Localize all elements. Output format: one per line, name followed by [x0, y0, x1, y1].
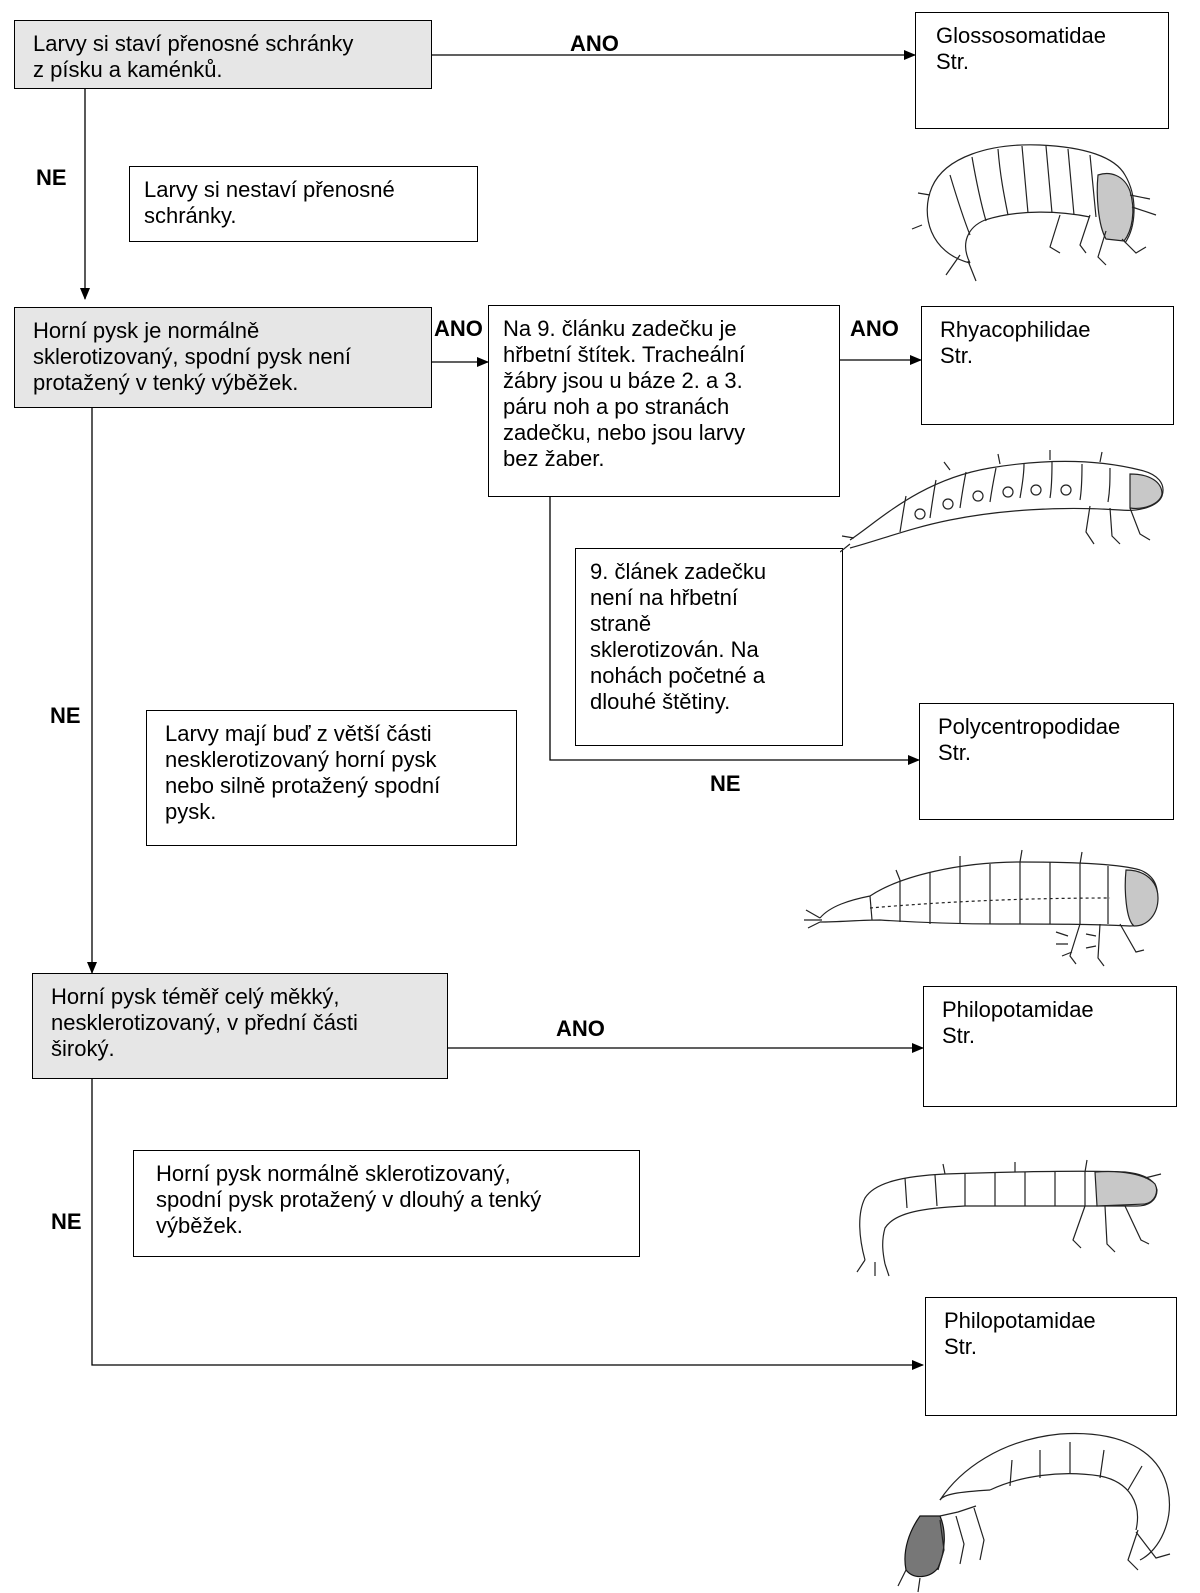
result-box-philopotamidae-2: Philopotamidae Str.	[925, 1297, 1177, 1416]
edge-label-q2-no: NE	[50, 703, 81, 728]
larva-illustration-glossosomatidae	[911, 144, 1157, 282]
result-family: Philopotamidae	[942, 997, 1094, 1022]
edge-label-q3-yes: ANO	[850, 316, 899, 341]
question-text-4: Horní pysk téměř celý měkký, nesklerotiz…	[51, 984, 358, 1061]
edge-q3-no	[549, 497, 920, 765]
result-ref: Str.	[944, 1334, 978, 1359]
alternative-text-4: Horní pysk normálně sklerotizovaný, spod…	[156, 1161, 542, 1238]
result-ref: Str.	[938, 740, 972, 765]
alternative-text-2: Larvy mají buď z větší části nesklerotiz…	[165, 721, 441, 824]
alternative-text-3: 9. článek zadečku není na hřbetní straně…	[590, 559, 767, 714]
question-text-2: Horní pysk je normálně sklerotizovaný, s…	[33, 318, 351, 395]
larva-illustration-philopotamidae-2	[897, 1432, 1171, 1593]
edge-q4-no	[91, 1079, 924, 1370]
result-box-rhyacophilidae: Rhyacophilidae Str.	[921, 306, 1174, 425]
alternative-box-1: Larvy si nestaví přenosné schránky.	[129, 166, 478, 242]
result-box-glossosomatidae: Glossosomatidae Str.	[915, 12, 1169, 129]
result-family: Rhyacophilidae	[940, 317, 1091, 342]
question-text-3: Na 9. článku zadečku je hřbetní štítek. …	[503, 316, 746, 471]
alternative-box-2: Larvy mají buď z větší části nesklerotiz…	[146, 710, 517, 846]
edge-label-q1-no: NE	[36, 165, 67, 190]
question-box-4: Horní pysk téměř celý měkký, nesklerotiz…	[32, 973, 448, 1079]
larva-illustration-philopotamidae-1	[856, 1159, 1162, 1277]
edge-label-q2-yes: ANO	[434, 316, 483, 341]
question-box-1: Larvy si staví přenosné schránky z písku…	[14, 20, 432, 89]
result-box-polycentropodidae: Polycentropodidae Str.	[919, 703, 1174, 820]
larva-illustration-polycentropodidae	[804, 849, 1159, 967]
alternative-box-4: Horní pysk normálně sklerotizovaný, spod…	[133, 1150, 640, 1257]
alternative-box-3: 9. článek zadečku není na hřbetní straně…	[575, 548, 843, 746]
result-ref: Str.	[942, 1023, 976, 1048]
result-family: Philopotamidae	[944, 1308, 1096, 1333]
edge-label-q4-yes: ANO	[556, 1016, 605, 1041]
result-family: Polycentropodidae	[938, 714, 1121, 739]
question-box-2: Horní pysk je normálně sklerotizovaný, s…	[14, 307, 432, 408]
edge-label-q4-no: NE	[51, 1209, 82, 1234]
question-text-1: Larvy si staví přenosné schránky z písku…	[33, 31, 354, 82]
larva-illustration-rhyacophilidae	[840, 450, 1164, 553]
question-box-3: Na 9. článku zadečku je hřbetní štítek. …	[488, 305, 840, 497]
result-family: Glossosomatidae	[936, 23, 1106, 48]
alternative-text-1: Larvy si nestaví přenosné schránky.	[144, 177, 395, 228]
result-ref: Str.	[936, 49, 970, 74]
result-ref: Str.	[940, 343, 974, 368]
edge-label-q3-no: NE	[710, 771, 741, 796]
edge-label-q1-yes: ANO	[570, 31, 619, 56]
result-box-philopotamidae-1: Philopotamidae Str.	[923, 986, 1177, 1107]
